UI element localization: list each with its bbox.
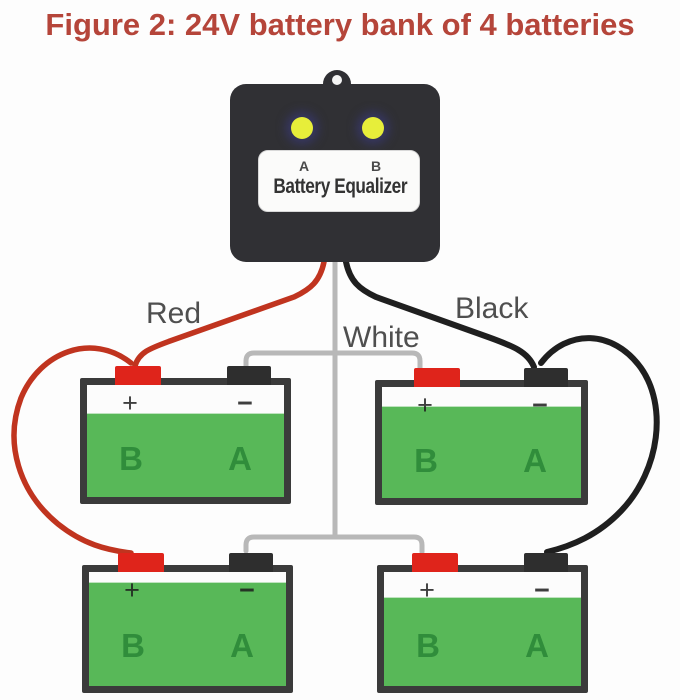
led-indicator-a-icon — [291, 117, 313, 139]
figure-title: Figure 2: 24V battery bank of 4 batterie… — [45, 7, 635, 42]
plus-symbol: + — [417, 390, 433, 420]
cell-label-b: B — [416, 627, 440, 664]
plus-symbol: + — [122, 388, 138, 418]
minus-symbol: − — [237, 388, 253, 418]
negative-terminal — [229, 553, 273, 572]
electrolyte-level — [384, 597, 581, 686]
red-wire-from-equalizer — [132, 259, 327, 369]
red-wire-label: Red — [146, 297, 202, 330]
plus-symbol: + — [419, 575, 435, 605]
battery-bottom-left: + − B A — [82, 553, 293, 693]
minus-symbol: − — [534, 575, 550, 605]
led-b-label: B — [370, 158, 382, 174]
white-wire-label: White — [343, 321, 420, 354]
equalizer-name-label: Battery Equalizer — [273, 175, 408, 198]
white-wire-bottom-connector — [243, 534, 425, 555]
negative-terminal — [524, 368, 568, 387]
minus-symbol: − — [532, 390, 548, 420]
electrolyte-level — [89, 582, 286, 686]
electrolyte-level — [382, 406, 581, 498]
cell-label-a: A — [228, 440, 252, 477]
battery-equalizer-unit: A B Battery Equalizer — [230, 70, 440, 262]
electrolyte-level — [87, 413, 284, 497]
white-wire-top-connector — [243, 350, 423, 371]
cell-label-b: B — [121, 627, 145, 664]
black-wire-from-equalizer — [343, 259, 537, 370]
led-a-label: A — [298, 158, 310, 174]
mounting-hole-icon — [332, 75, 342, 85]
led-indicator-b-icon — [362, 117, 384, 139]
equalizer-label-plate: A B Battery Equalizer — [258, 150, 420, 212]
positive-terminal — [412, 553, 458, 572]
mounting-tab — [323, 70, 351, 98]
cell-label-a: A — [523, 442, 547, 479]
battery-bottom-right: + − B A — [377, 553, 588, 693]
black-wire-right-loop — [538, 335, 660, 555]
negative-terminal — [227, 366, 271, 385]
positive-terminal — [414, 368, 460, 387]
positive-terminal — [115, 366, 161, 385]
cell-label-b: B — [414, 442, 438, 479]
battery-top-right: + − B A — [375, 368, 588, 505]
plus-symbol: + — [124, 575, 140, 605]
minus-symbol: − — [239, 575, 255, 605]
negative-terminal — [524, 553, 568, 572]
black-wire-label: Black — [455, 292, 529, 325]
positive-terminal — [118, 553, 164, 572]
battery-top-left: + − B A — [80, 366, 291, 504]
cell-label-a: A — [230, 627, 254, 664]
red-wire-left-loop — [11, 345, 134, 556]
cell-label-a: A — [525, 627, 549, 664]
cell-label-b: B — [119, 440, 143, 477]
